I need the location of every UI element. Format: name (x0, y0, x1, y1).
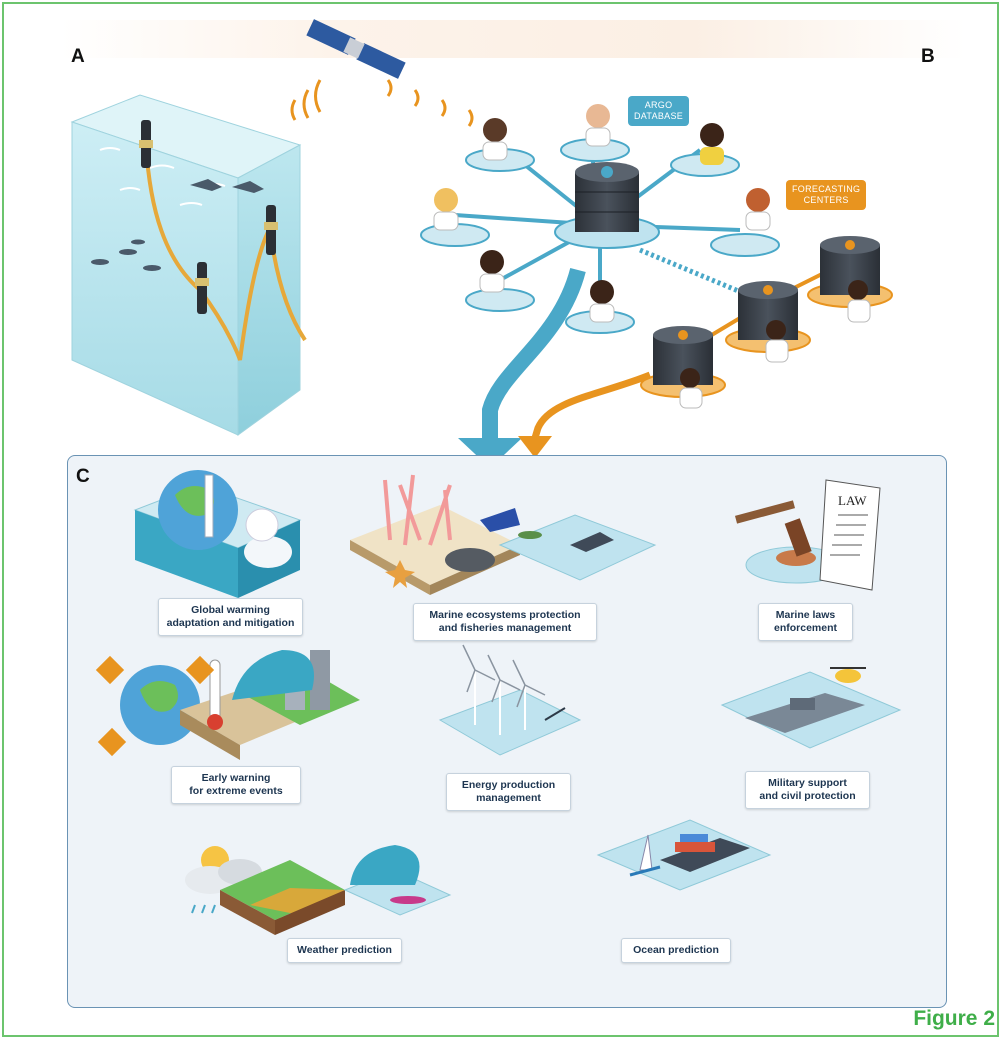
researchers (433, 104, 771, 323)
ocean-block (70, 94, 302, 436)
marine-laws-illustration: LAW (734, 479, 881, 591)
military-support-illustration (720, 667, 902, 749)
early-warning-illustration (95, 650, 360, 760)
forecast-flow-arrowhead (518, 436, 552, 458)
panel-label-b: B (921, 46, 935, 67)
satellite-signal (290, 79, 501, 137)
figure-label: Figure 2 (913, 1007, 995, 1030)
global-warming-illustration (133, 470, 302, 598)
weather-prediction-illustration (185, 845, 452, 935)
caption-weather-prediction: Weather prediction (287, 938, 402, 963)
argo-database-server (554, 162, 660, 249)
forecast-flow-arrow (531, 371, 652, 440)
panel-label-a: A (71, 46, 85, 67)
argo-flow-arrowhead (458, 438, 522, 468)
argo-flow-arrow (482, 267, 586, 440)
marine-fauna (91, 179, 264, 271)
ocean-prediction-illustration (596, 819, 772, 891)
float-trajectory (144, 144, 307, 361)
panel-label-c: C (76, 466, 90, 487)
satellite (306, 19, 406, 79)
energy-production-illustration (438, 644, 582, 756)
caption-ocean-prediction: Ocean prediction (621, 938, 731, 963)
marine-ecosystems-illustration (350, 474, 657, 595)
law-scroll-text: LAW (838, 493, 867, 508)
forecasting-centers (640, 236, 893, 409)
argo-float (139, 120, 278, 314)
sky-band (60, 20, 965, 58)
